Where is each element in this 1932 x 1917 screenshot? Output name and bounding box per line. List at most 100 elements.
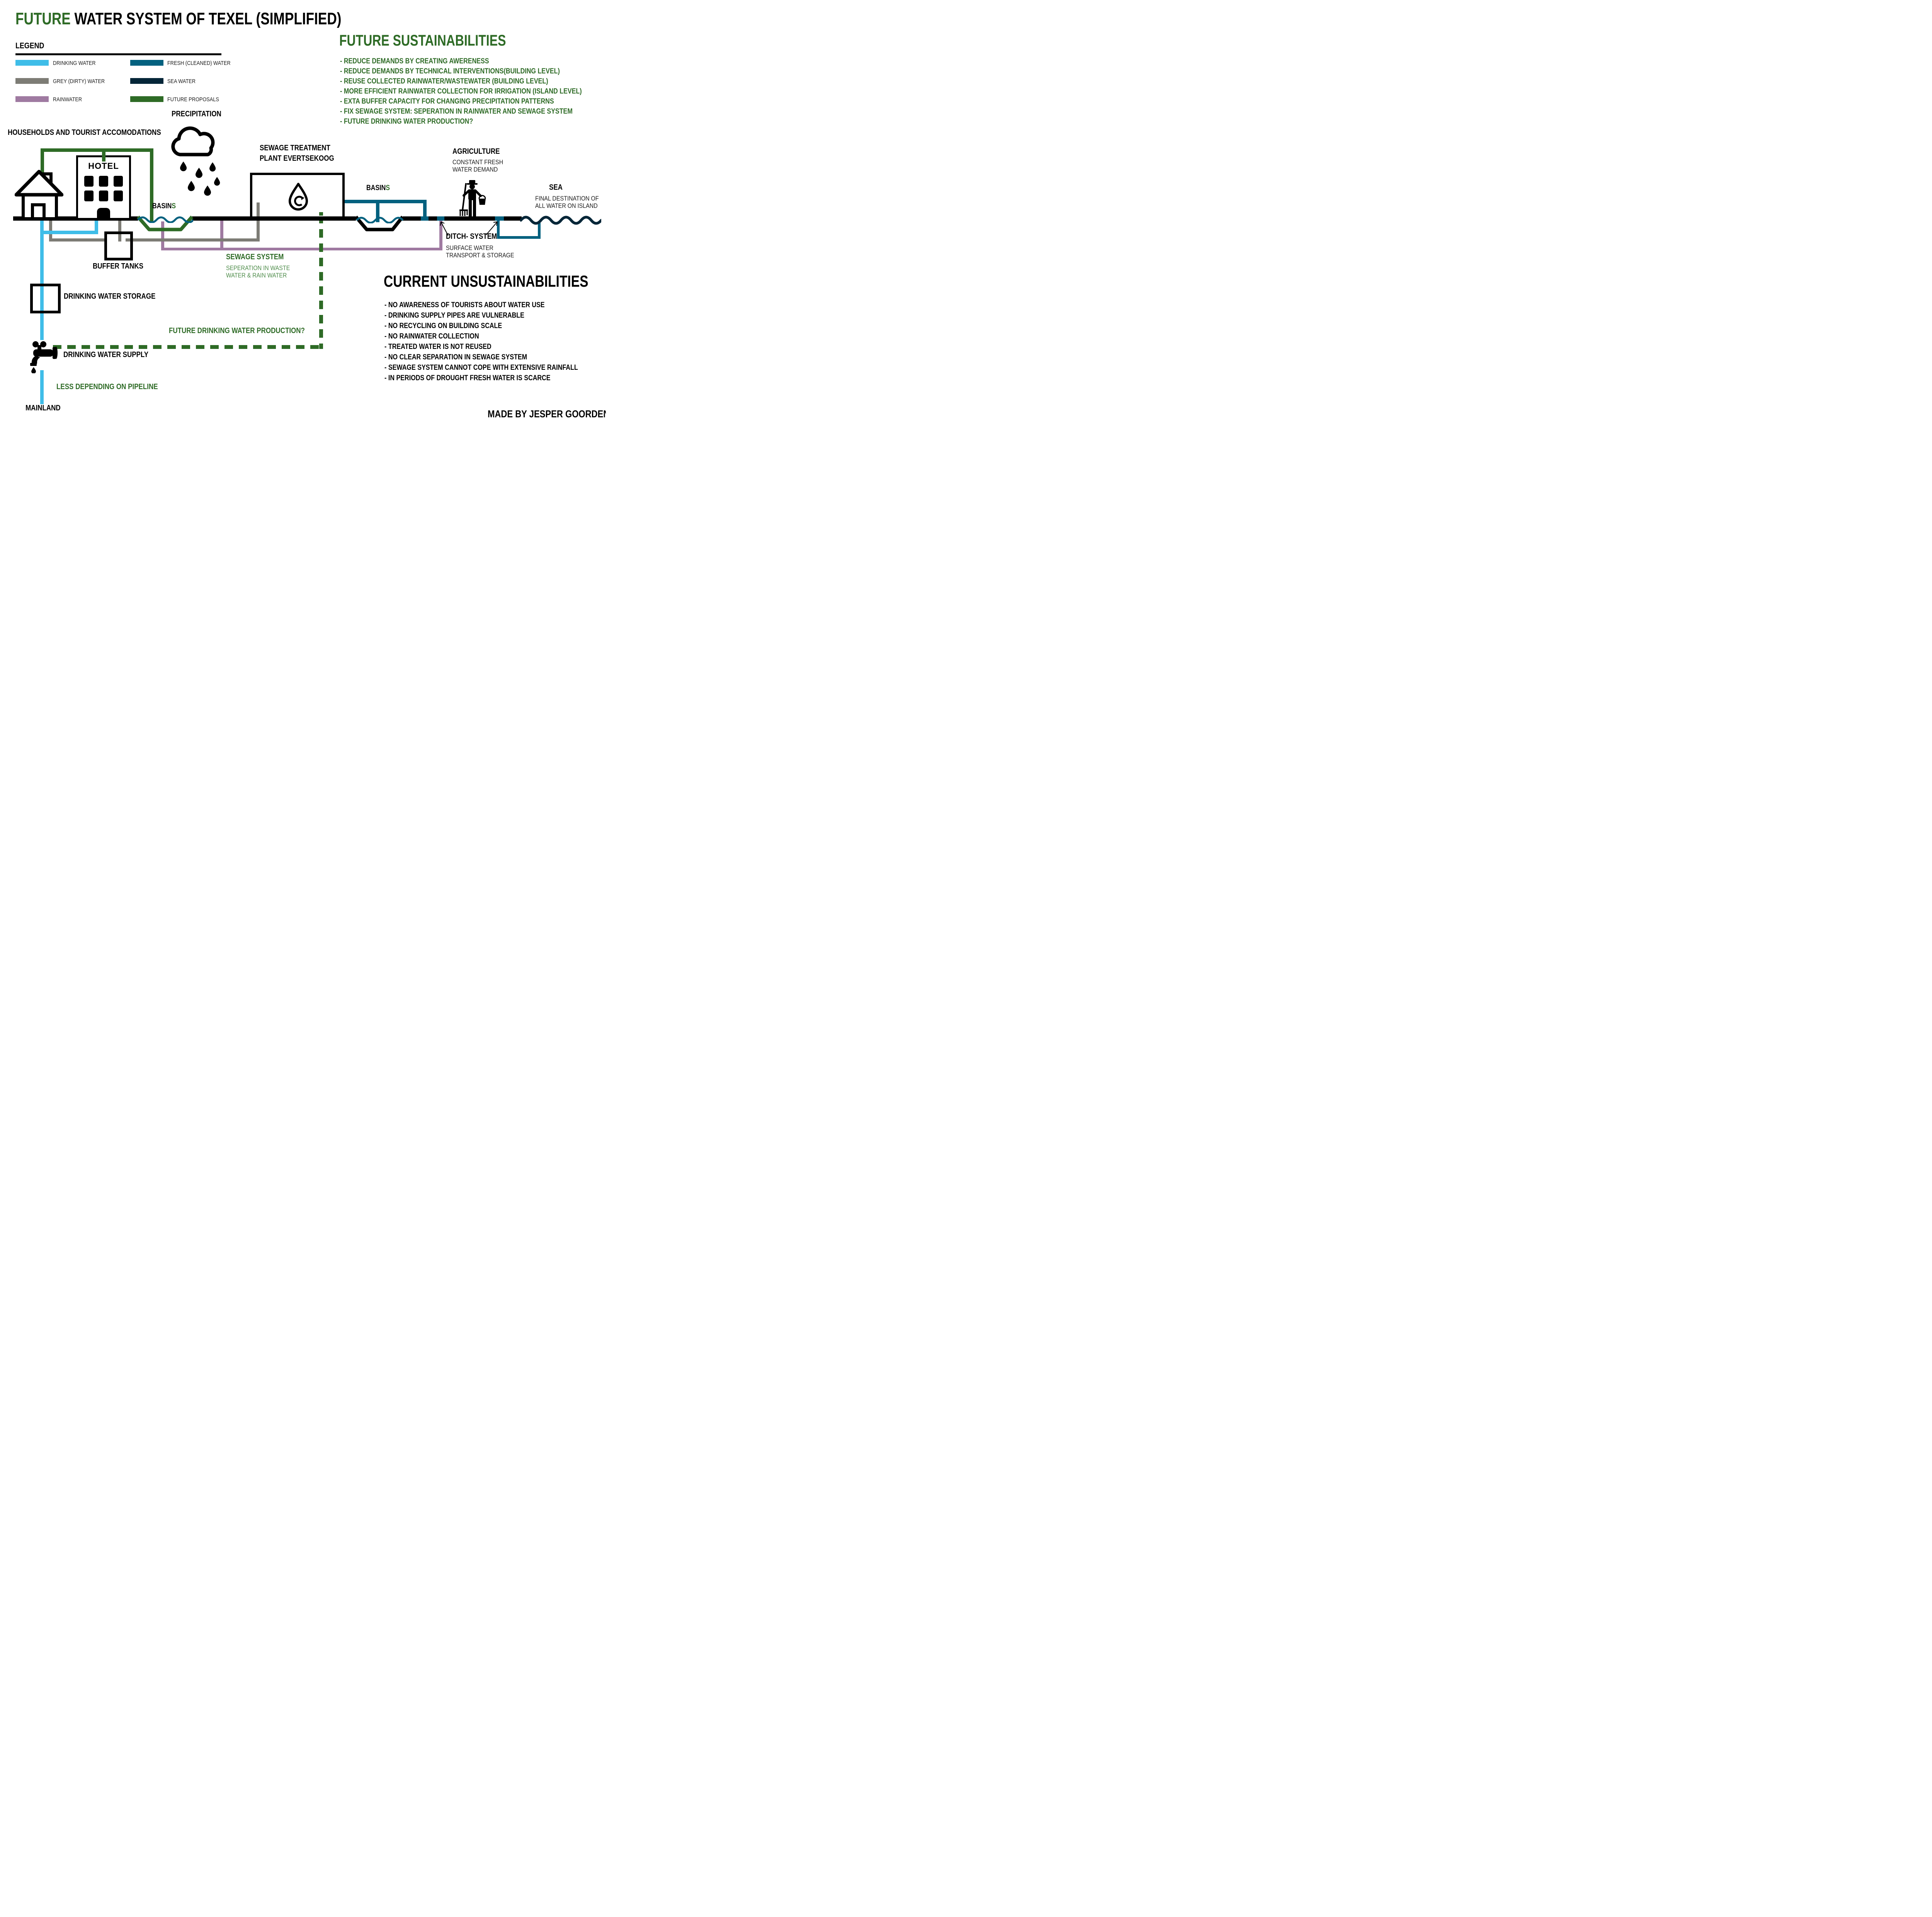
- sea-subtitle: ALL WATER ON ISLAND: [535, 202, 598, 209]
- precipitation-label: PRECIPITATION: [172, 110, 221, 118]
- proposal-pipe-roof-horizontal: [41, 148, 153, 152]
- drinking-pipe-mainland-vertical: [40, 370, 44, 404]
- proposal-dashed-top-patch: [319, 212, 323, 216]
- hotel-window: [114, 191, 123, 201]
- farmer-icon: [459, 180, 486, 220]
- basin-2: [354, 216, 404, 231]
- list-item: - NO CLEAR SEPARATION IN SEWAGE SYSTEM: [384, 353, 527, 361]
- ditch-inlet-segment-2: [437, 216, 444, 221]
- legend-swatch-rainwater: [15, 96, 49, 102]
- credit: MADE BY JESPER GOORDEN: [488, 408, 606, 420]
- list-item: - FUTURE DRINKING WATER PRODUCTION?: [340, 117, 473, 126]
- legend-label: FUTURE PROPOSALS: [167, 96, 219, 103]
- proposal-pipe-basin-vertical: [150, 148, 153, 221]
- basin-2-water-icon: [356, 217, 403, 223]
- legend-label: RAINWATER: [53, 96, 82, 103]
- page-title: FUTURE WATER SYSTEM OF TEXEL (SIMPLIFIED…: [15, 10, 423, 28]
- proposal-pipe-house-vertical: [41, 148, 44, 180]
- mainland-label: MAINLAND: [26, 404, 61, 412]
- hotel-window: [114, 176, 123, 187]
- proposal-dashed-horizontal: [53, 345, 323, 349]
- legend-label: SEA WATER: [167, 78, 196, 85]
- sewage-system-title: SEWAGE SYSTEM: [226, 253, 284, 261]
- ditch-channel-left: [497, 221, 500, 239]
- list-item: - REDUCE DEMANDS BY TECHNICAL INTERVENTI…: [340, 67, 560, 75]
- greywater-pipe-horizontal-left: [49, 238, 104, 242]
- water-drop-recycle-icon: [289, 183, 308, 211]
- hotel-sign: HOTEL: [88, 161, 119, 171]
- list-item: - SEWAGE SYSTEM CANNOT COPE WITH EXTENSI…: [384, 364, 578, 372]
- greywater-pipe-horizontal-right: [126, 238, 260, 242]
- drinking-pipe-hotel-vertical: [95, 221, 98, 234]
- ditch-system-subtitle: SURFACE WATER: [446, 244, 493, 252]
- basin-1-water-icon: [137, 216, 193, 223]
- sea-wave-icon: [520, 216, 601, 225]
- list-item: - TREATED WATER IS NOT REUSED: [384, 343, 492, 351]
- agriculture-subtitle: CONSTANT FRESH: [452, 158, 503, 166]
- drinking-water-storage-label: DRINKING WATER STORAGE: [64, 292, 156, 301]
- legend-swatch-drinking-water: [15, 60, 49, 66]
- list-item: - EXTA BUFFER CAPACITY FOR CHANGING PREC…: [340, 97, 554, 105]
- raindrops: [180, 162, 220, 196]
- sewage-plant-label: SEWAGE TREATMENT: [260, 144, 330, 152]
- hotel-window: [84, 191, 94, 201]
- drinking-water-supply-label: DRINKING WATER SUPPLY: [63, 350, 149, 359]
- drinking-water-storage-tank: [30, 284, 61, 313]
- basins-label-1: BASINS: [152, 202, 176, 210]
- drinking-pipe-main-vertical: [40, 221, 44, 340]
- infographic-canvas: HOTEL: [0, 0, 606, 429]
- legend-underline: [15, 53, 221, 55]
- rainwater-pipe-horizontal: [161, 248, 442, 250]
- legend-swatch-sea-water: [130, 78, 163, 84]
- rainwater-pipe-basin-drain: [161, 221, 164, 250]
- legend-label: GREY (DIRTY) WATER: [53, 78, 105, 85]
- list-item: - IN PERIODS OF DROUGHT FRESH WATER IS S…: [384, 374, 551, 382]
- legend-title: LEGEND: [15, 41, 44, 50]
- hotel-door: [97, 208, 110, 218]
- ditch-arrows: [440, 221, 498, 236]
- list-item: - NO RECYCLING ON BUILDING SCALE: [384, 322, 502, 330]
- basins-label-2: BASINS: [366, 184, 390, 192]
- ditch-inlet-segment-3: [495, 216, 504, 221]
- page-title-highlight: FUTURE: [15, 9, 71, 28]
- hotel-window: [99, 176, 108, 187]
- fresh-pipe-plant-out-horizontal: [345, 200, 427, 203]
- sea-title: SEA: [549, 183, 563, 192]
- ditch-channel-right: [538, 223, 541, 239]
- future-drinking-label: FUTURE DRINKING WATER PRODUCTION?: [169, 327, 305, 335]
- list-item: - NO RAINWATER COLLECTION: [384, 332, 479, 340]
- legend-label: DRINKING WATER: [53, 60, 96, 66]
- ground-segment-middle: [192, 216, 356, 221]
- sewage-system-subtitle: SEPERATION IN WASTE: [226, 264, 290, 272]
- legend-label: FRESH (CLEANED) WATER: [167, 60, 231, 66]
- greywater-pipe-inside-plant: [257, 202, 260, 216]
- page-title-rest: WATER SYSTEM OF TEXEL (SIMPLIFIED): [70, 9, 342, 28]
- proposal-dashed-vertical: [319, 215, 323, 349]
- agriculture-title: AGRICULTURE: [452, 147, 500, 156]
- list-item: - NO AWARENESS OF TOURISTS ABOUT WATER U…: [384, 301, 545, 309]
- less-depending-label: LESS DEPENDING ON PIPELINE: [56, 383, 158, 391]
- list-item: - MORE EFFICIENT RAINWATER COLLECTION FO…: [340, 87, 582, 95]
- list-item: - REDUCE DEMANDS BY CREATING AWERENESS: [340, 57, 489, 65]
- faucet-icon: [30, 341, 58, 373]
- sewage-system-subtitle: WATER & RAIN WATER: [226, 272, 287, 279]
- ditch-system-subtitle: TRANSPORT & STORAGE: [446, 252, 514, 259]
- hotel-building: HOTEL: [76, 155, 131, 220]
- rainwater-pipe-ditch-vertical: [439, 221, 442, 250]
- hotel-window: [99, 191, 108, 201]
- legend-swatch-future-proposals: [130, 96, 163, 102]
- fresh-pipe-basin2-branch: [376, 200, 379, 222]
- house-icon: [15, 170, 63, 220]
- greywater-pipe-hotel-vertical: [118, 221, 121, 242]
- basin-1-future: [136, 216, 194, 231]
- legend-swatch-fresh-water: [130, 60, 163, 66]
- hotel-window: [84, 176, 94, 187]
- drinking-pipe-horizontal: [40, 231, 98, 234]
- legend-swatch-grey-water: [15, 78, 49, 84]
- sewage-plant-label: PLANT EVERTSEKOOG: [260, 154, 334, 163]
- list-item: - FIX SEWAGE SYSTEM: SEPERATION IN RAINW…: [340, 107, 573, 116]
- proposal-pipe-hotel-stub: [102, 148, 105, 162]
- greywater-pipe-plant-inlet: [257, 221, 260, 242]
- buffer-tanks-label: BUFFER TANKS: [93, 262, 143, 270]
- ground-segment-left: [13, 216, 138, 221]
